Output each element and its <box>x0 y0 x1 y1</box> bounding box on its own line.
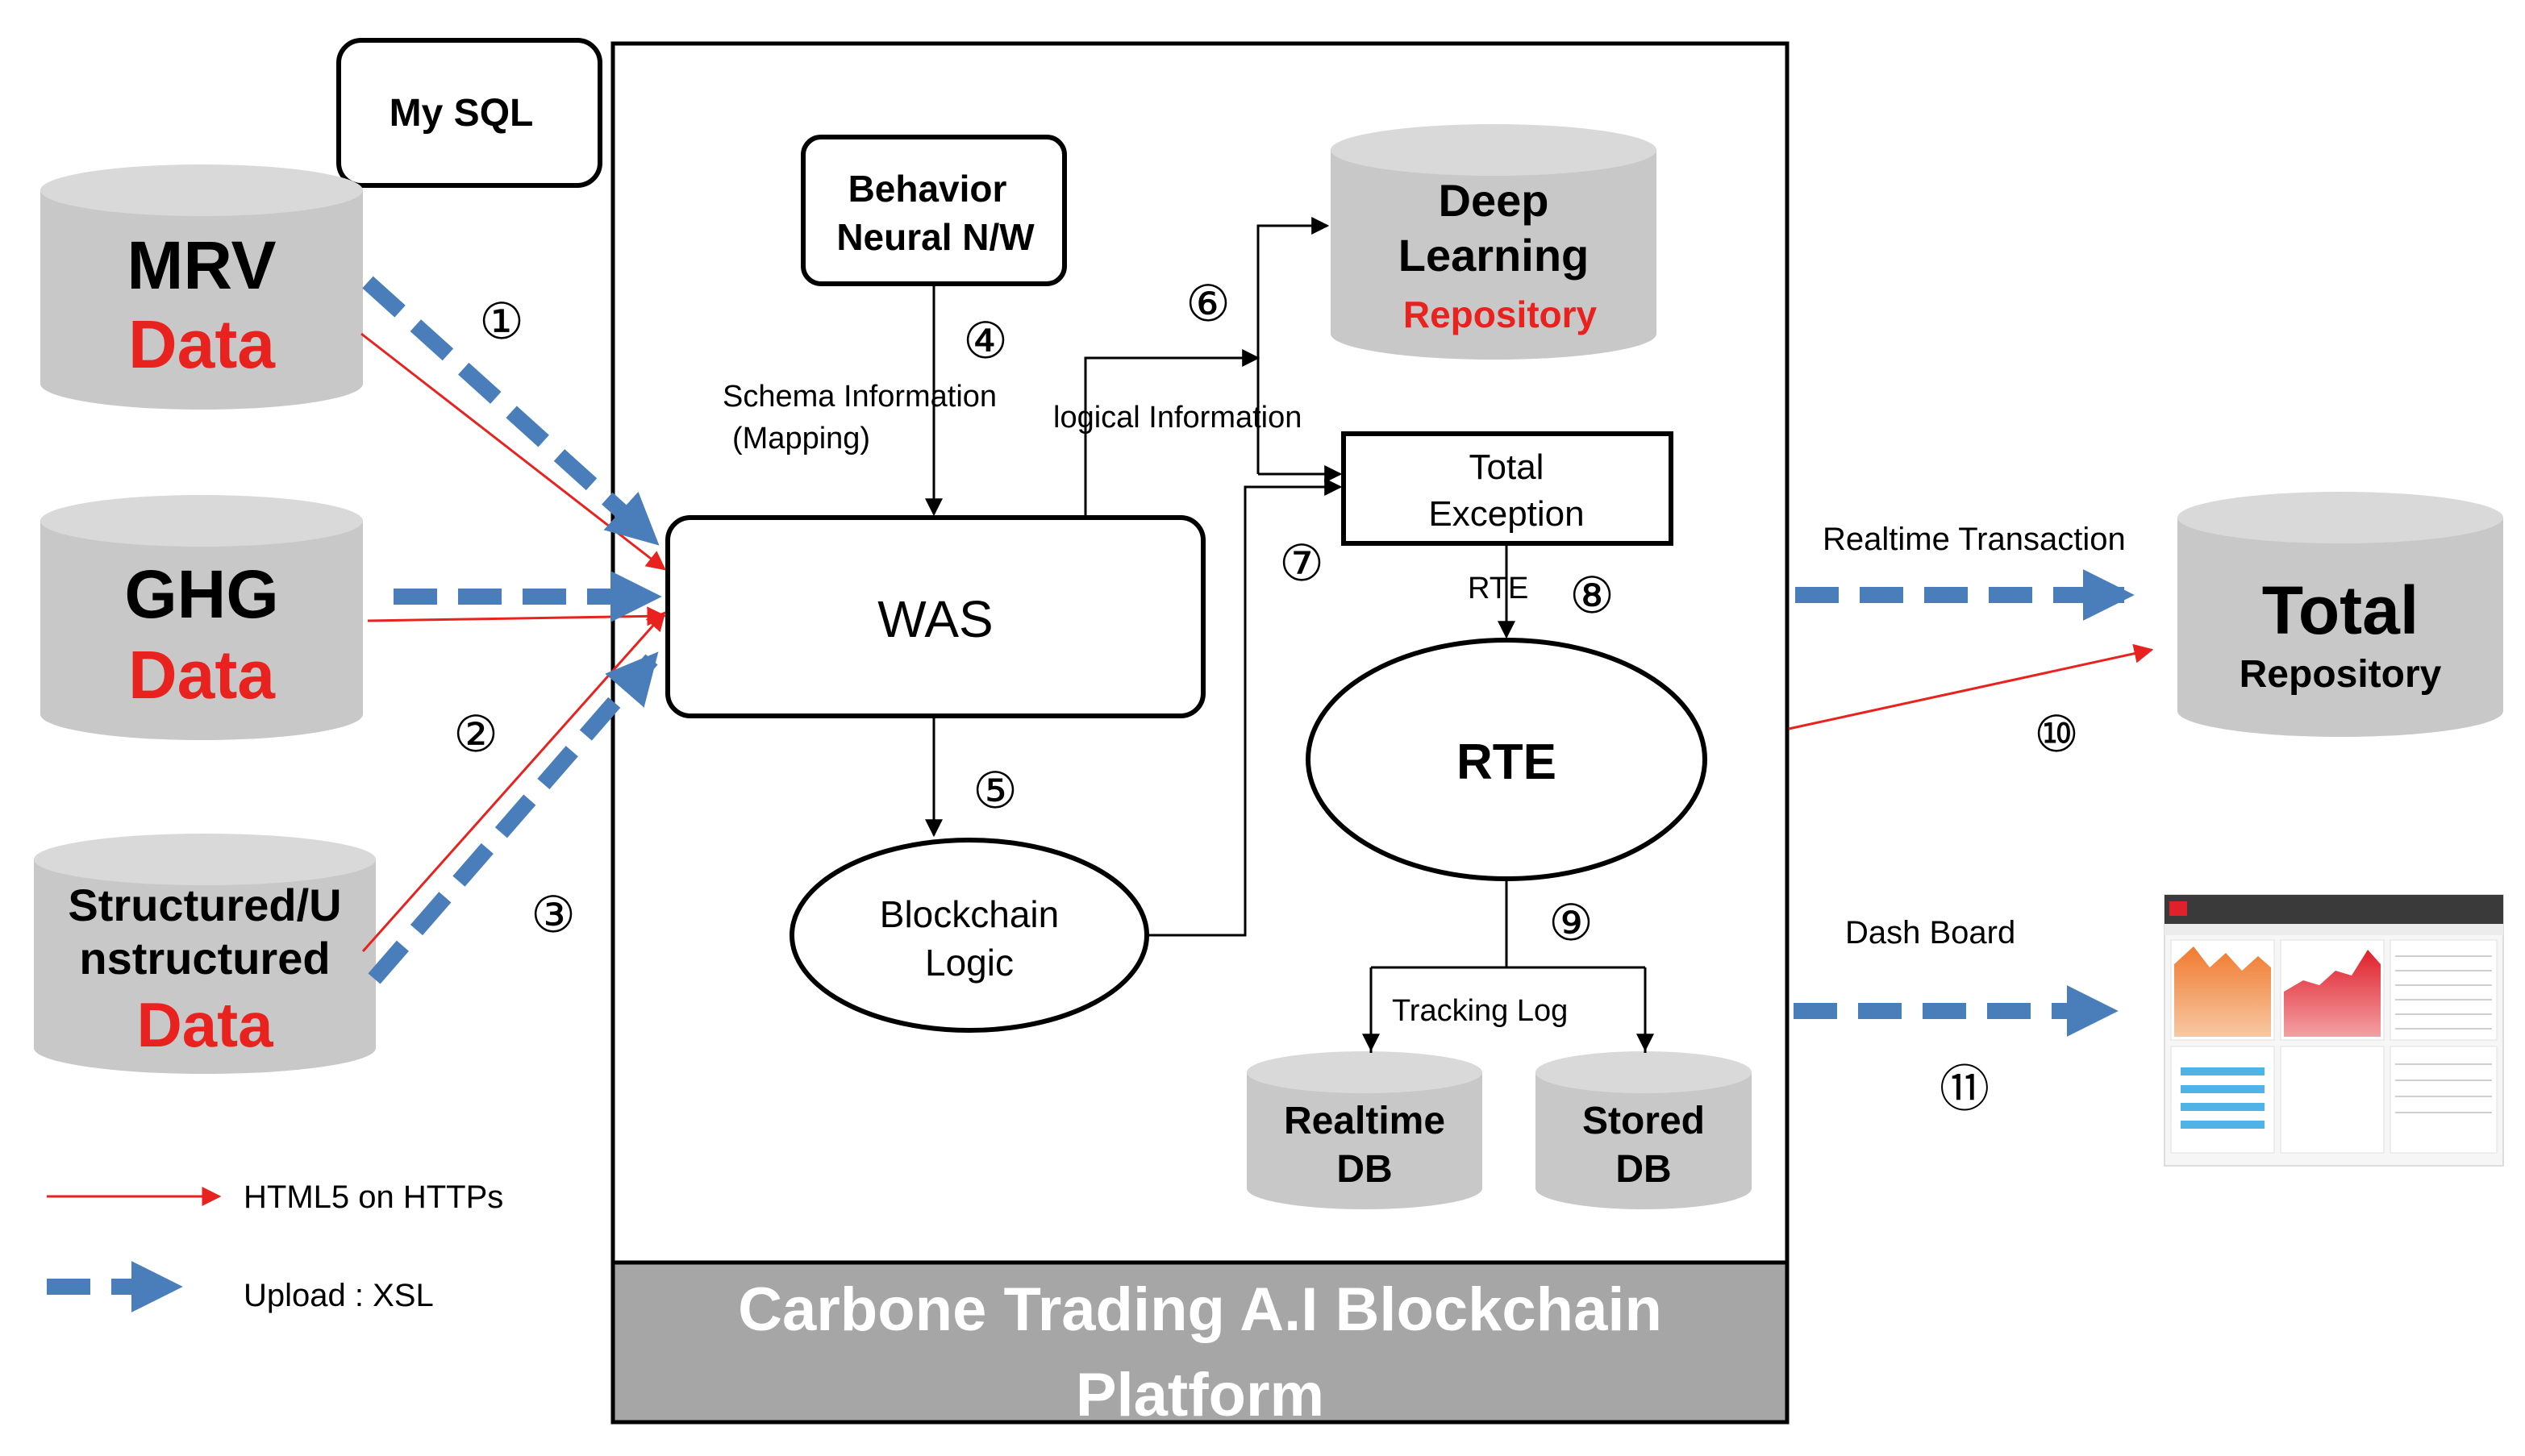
mrv-data-label: Data <box>128 306 276 382</box>
platform-title-bar <box>610 1260 1790 1425</box>
structured-data-label: Data <box>136 989 273 1060</box>
step-8: ⑧ <box>1569 568 1615 624</box>
tracking-log-label: Tracking Log <box>1392 994 1568 1028</box>
step-9: ⑨ <box>1548 896 1594 951</box>
legend-red-label: HTML5 on HTTPs <box>244 1179 503 1215</box>
total-repo-line2: Repository <box>2240 653 2442 696</box>
blockchain-logic-node: Blockchain Logic <box>790 838 1149 1033</box>
platform-title-line2: Platform <box>1076 1361 1324 1429</box>
exception-line1: Total <box>1469 447 1544 487</box>
blockchain-line2: Logic <box>925 942 1014 984</box>
logical-label: logical Information <box>1053 401 1302 435</box>
step-1: ① <box>479 294 524 350</box>
structured-data-cylinder: Structured/U nstructured Data <box>34 834 376 1074</box>
realtime-transaction-label: Realtime Transaction <box>1823 522 2126 557</box>
ghg-data-cylinder: GHG Data <box>40 495 363 740</box>
behavior-neural-node: Behavior Neural N/W <box>801 135 1067 286</box>
total-repo-line1: Total <box>2262 572 2419 648</box>
deep-line1: Deep <box>1439 175 1549 226</box>
total-repository-cylinder: Total Repository <box>2177 492 2503 737</box>
blue-dash-arrow-structured <box>368 651 659 984</box>
stored-db-cylinder: Stored DB <box>1535 1051 1752 1209</box>
blockchain-line1: Blockchain <box>880 893 1059 935</box>
behavior-line1: Behavior <box>848 168 1007 210</box>
mrv-title: MRV <box>127 227 276 303</box>
step-4: ④ <box>963 314 1008 369</box>
edge-blockchain-exception <box>1147 478 1343 937</box>
ghg-data-label: Data <box>128 637 276 713</box>
edge-rte-tracking <box>1369 880 1647 1053</box>
exception-line2: Exception <box>1428 494 1584 534</box>
stored-db-line2: DB <box>1615 1148 1671 1191</box>
step-3: ③ <box>531 888 576 943</box>
schema-label-line2: (Mapping) <box>732 422 870 456</box>
step-2: ② <box>453 707 498 763</box>
step-11: ⑪ <box>1940 1062 1990 1117</box>
legend-blue-label: Upload : XSL <box>244 1278 434 1313</box>
mysql-box: My SQL <box>336 38 602 188</box>
schema-label-line1: Schema Information <box>723 380 997 414</box>
deep-line3: Repository <box>1403 293 1598 335</box>
rte-label: RTE <box>1456 734 1556 790</box>
rte-edge-label: RTE <box>1468 572 1528 605</box>
structured-line1: Structured/U <box>68 880 341 930</box>
red-arrow-total <box>1788 643 2154 730</box>
was-label: WAS <box>877 590 993 648</box>
stored-db-line1: Stored <box>1582 1100 1705 1142</box>
step-6: ⑥ <box>1185 277 1231 332</box>
structured-line2: nstructured <box>79 933 330 984</box>
legend: HTML5 on HTTPs Upload : XSL <box>47 1179 503 1313</box>
mysql-label: My SQL <box>390 92 534 135</box>
realtime-db-cylinder: Realtime DB <box>1247 1051 1482 1209</box>
dash-board-label: Dash Board <box>1845 915 2015 951</box>
ghg-title: GHG <box>124 556 278 632</box>
dashboard-thumbnail <box>2164 894 2504 1167</box>
deep-line2: Learning <box>1398 230 1589 281</box>
was-node: WAS <box>665 515 1206 718</box>
platform-title: Carbone Trading A.I Blockchain <box>738 1275 1662 1344</box>
step-5: ⑤ <box>973 763 1018 819</box>
deep-learning-cylinder: Deep Learning Repository <box>1331 124 1656 360</box>
behavior-line2: Neural N/W <box>836 216 1035 258</box>
realtime-db-line2: DB <box>1336 1148 1392 1191</box>
edge-was-deep-learning <box>1084 349 1260 516</box>
step-7: ⑦ <box>1279 536 1324 592</box>
mrv-data-cylinder: MRV Data <box>40 164 363 410</box>
total-exception-node: Total Exception <box>1341 431 1673 546</box>
step-10: ⑩ <box>2034 707 2079 763</box>
rte-node: RTE <box>1306 638 1707 881</box>
edge-branch-deep <box>1256 217 1330 474</box>
realtime-db-line1: Realtime <box>1284 1100 1445 1142</box>
